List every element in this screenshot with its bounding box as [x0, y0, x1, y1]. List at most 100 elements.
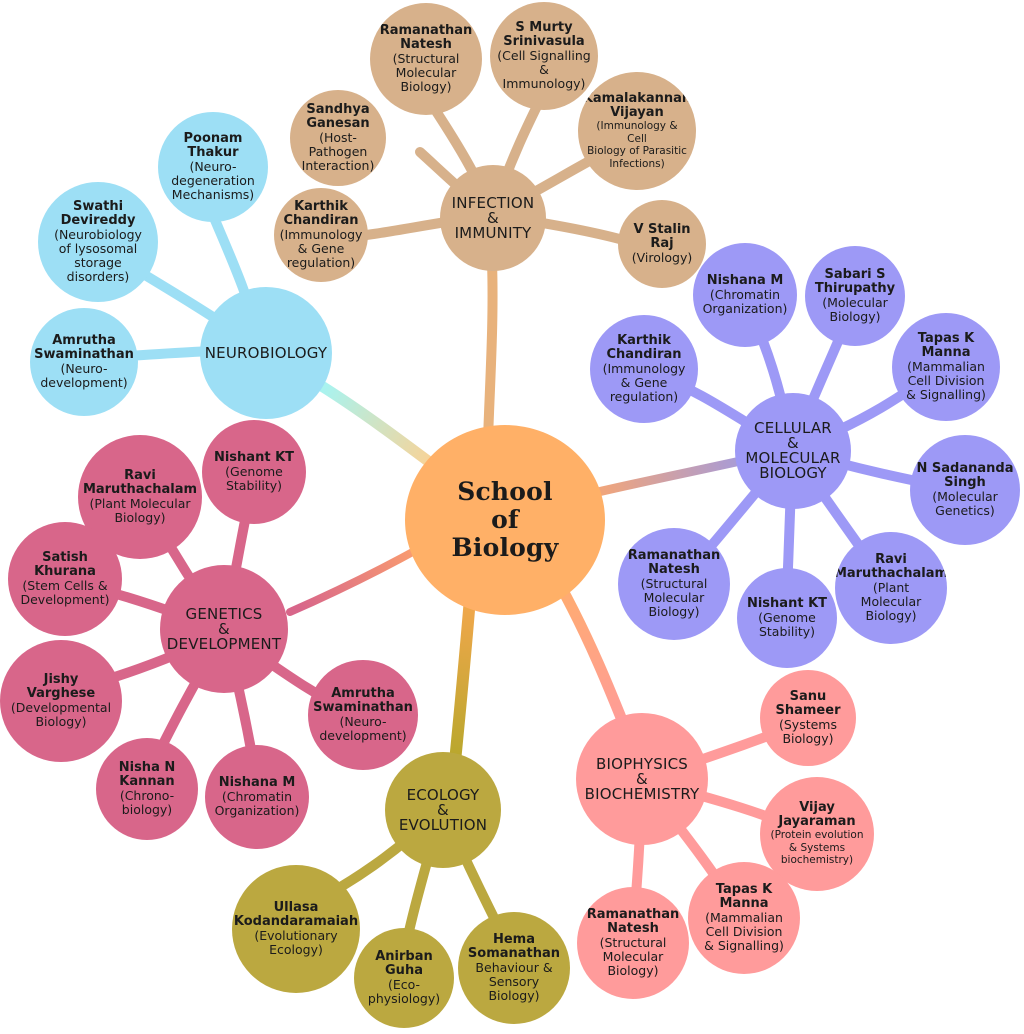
leaf-area: (Neuro- development): [319, 714, 407, 743]
leaf-name: Ullasa Kodandaramaiah: [233, 900, 359, 929]
leaf-area: (Molecular Genetics): [932, 489, 998, 518]
leaf-area: (Mammalian Cell Division & Signalling): [704, 910, 784, 953]
leaf-area: (Molecular Biology): [822, 295, 888, 324]
leaf-genetics-satish-khurana: Satish Khurana (Stem Cells & Development…: [8, 522, 122, 636]
leaf-area: (Immunology & Gene regulation): [279, 227, 363, 270]
leaf-name: Ravi Maruthachalam: [835, 552, 947, 581]
leaf-area: (Immunology & Gene regulation): [602, 361, 686, 404]
leaf-area: (Eco- physiology): [367, 977, 441, 1006]
leaf-name: S Murty Srinivasula: [503, 20, 585, 49]
hub-title: ECOLOGY & EVOLUTION: [398, 785, 488, 834]
leaf-area: (Cell Signalling & Immunology): [497, 48, 591, 91]
leaf-name: Amrutha Swaminathan: [313, 686, 413, 715]
leaf-infection-murty-srinivasula: S Murty Srinivasula (Cell Signalling & I…: [490, 2, 598, 110]
leaf-name: Tapas K Manna: [715, 882, 773, 911]
leaf-cellular-ramanathan-natesh: Ramanathan Natesh (Structural Molecular …: [618, 528, 730, 640]
hub-neurobiology: NEUROBIOLOGY: [200, 287, 332, 419]
leaf-area: (Neurobiology of lysosomal storage disor…: [54, 227, 142, 284]
leaf-name: Karthik Chandiran: [283, 199, 359, 228]
leaf-name: Nishant KT: [746, 596, 828, 611]
leaf-name: Amrutha Swaminathan: [34, 333, 134, 362]
leaf-area: (Neuro- development): [40, 361, 128, 390]
leaf-name: Karthik Chandiran: [606, 333, 682, 362]
leaf-infection-sandhya-ganesan: Sandhya Ganesan (Host- Pathogen Interact…: [290, 90, 386, 186]
leaf-name: Ravi Maruthachalam: [82, 468, 198, 497]
leaf-cellular-sadananda-singh: N Sadananda Singh (Molecular Genetics): [910, 435, 1020, 545]
edge-center-neuro: [314, 379, 446, 476]
leaf-ecology-hema-somanathan: Hema Somanathan Behaviour & Sensory Biol…: [458, 912, 570, 1024]
leaf-name: Vijay Jayaraman: [778, 800, 856, 830]
leaf-area: (Host- Pathogen Interaction): [301, 130, 375, 173]
leaf-name: Ramanathan Natesh: [586, 907, 680, 936]
leaf-name: Nishana M: [218, 775, 296, 790]
hub-title: CELLULAR & MOLECULAR BIOLOGY: [745, 419, 841, 482]
leaf-name: Swathi Devireddy: [60, 199, 136, 228]
leaf-name: Sanu Shameer: [775, 689, 841, 718]
hub-infection-immunity: INFECTION & IMMUNITY: [440, 165, 546, 271]
leaf-infection-stalin-raj: V Stalin Raj (Virology): [618, 200, 706, 288]
leaf-area: (Virology): [631, 250, 693, 265]
leaf-name: Satish Khurana: [34, 550, 96, 579]
leaf-genetics-nishant-kt: Nishant KT (Genome Stability): [202, 420, 306, 524]
leaf-infection-ramanathan-natesh: Ramanathan Natesh (Structural Molecular …: [370, 3, 482, 115]
leaf-area: (Chromatin Organization): [702, 287, 788, 316]
leaf-name: Sabari S Thirupathy: [814, 267, 896, 296]
leaf-cellular-sabari-thirupathy: Sabari S Thirupathy (Molecular Biology): [805, 246, 905, 346]
hub-title: BIOPHYSICS & BIOCHEMISTRY: [584, 754, 700, 803]
leaf-name: Sandhya Ganesan: [306, 102, 370, 131]
leaf-area: (Structural Molecular Biology): [599, 935, 667, 978]
hub-biophysics-biochemistry: BIOPHYSICS & BIOCHEMISTRY: [576, 713, 708, 845]
leaf-infection-kamalakannan-vijayan: Kamalakannan Vijayan (Immunology & Cell …: [578, 72, 696, 190]
edge-center-genetics: [286, 544, 424, 616]
leaf-area: (Chromatin Organization): [214, 789, 300, 818]
leaf-genetics-nishana-m: Nishana M (Chromatin Organization): [205, 745, 309, 849]
leaf-infection-karthik-chandiran: Karthik Chandiran (Immunology & Gene reg…: [274, 188, 368, 282]
edge-center-ecology: [449, 592, 476, 768]
leaf-name: Jishy Varghese: [26, 672, 96, 701]
hub-title: INFECTION & IMMUNITY: [451, 193, 535, 242]
leaf-genetics-nisha-kannan: Nisha N Kannan (Chrono- biology): [96, 738, 198, 840]
leaf-area: (Evolutionary Ecology): [254, 928, 338, 957]
leaf-ecology-ullasa-kodandaramaiah: Ullasa Kodandaramaiah (Evolutionary Ecol…: [232, 865, 360, 993]
leaf-name: Anirban Guha: [375, 949, 433, 978]
leaf-area: (Genome Stability): [225, 464, 283, 493]
leaf-neuro-amrutha-swaminathan: Amrutha Swaminathan (Neuro- development): [30, 308, 138, 416]
leaf-name: V Stalin Raj: [633, 222, 691, 251]
leaf-name: Ramanathan Natesh: [627, 548, 721, 577]
leaf-biophysics-vijay-jayaraman: Vijay Jayaraman (Protein evolution & Sys…: [760, 777, 874, 891]
leaf-neuro-poonam-thakur: Poonam Thakur (Neuro- degeneration Mecha…: [158, 112, 268, 222]
leaf-name: Hema Somanathan: [467, 932, 561, 961]
edge-center-cellular: [593, 455, 750, 497]
leaf-biophysics-ramanathan-natesh: Ramanathan Natesh (Structural Molecular …: [577, 887, 689, 999]
leaf-area: Behaviour & Sensory Biology): [475, 960, 553, 1003]
leaf-area: (Protein evolution & Systems biochemistr…: [770, 829, 864, 867]
leaf-genetics-amrutha-swaminathan: Amrutha Swaminathan (Neuro- development): [308, 660, 418, 770]
leaf-area: (Plant Molecular Biology): [89, 496, 191, 525]
leaf-area: (Mammalian Cell Division & Signalling): [906, 359, 986, 402]
leaf-cellular-karthik-chandiran: Karthik Chandiran (Immunology & Gene reg…: [590, 315, 698, 423]
leaf-area: (Plant Molecular Biology): [860, 580, 922, 623]
leaf-cellular-nishant-kt: Nishant KT (Genome Stability): [737, 568, 837, 668]
leaf-area: (Neuro- degeneration Mechanisms): [171, 159, 255, 202]
edge-center-infection: [483, 257, 498, 445]
leaf-area: (Structural Molecular Biology): [392, 51, 460, 94]
leaf-area: (Chrono- biology): [119, 788, 175, 817]
hub-genetics-development: GENETICS & DEVELOPMENT: [160, 565, 288, 693]
leaf-area: (Systems Biology): [778, 717, 837, 746]
leaf-name: Nisha N Kannan: [118, 760, 176, 789]
leaf-name: Poonam Thakur: [183, 131, 243, 160]
leaf-genetics-jishy-varghese: Jishy Varghese (Developmental Biology): [0, 640, 122, 762]
leaf-cellular-ravi-maruthachalam: Ravi Maruthachalam (Plant Molecular Biol…: [835, 532, 947, 644]
leaf-biophysics-sanu-shameer: Sanu Shameer (Systems Biology): [760, 670, 856, 766]
leaf-area: (Immunology & Cell Biology of Parasitic …: [587, 120, 687, 170]
hub-cellular-molecular-biology: CELLULAR & MOLECULAR BIOLOGY: [735, 393, 851, 509]
hub-title: GENETICS & DEVELOPMENT: [166, 604, 282, 653]
hub-ecology-evolution: ECOLOGY & EVOLUTION: [385, 752, 501, 868]
leaf-name: Kamalakannan Vijayan: [582, 91, 692, 120]
leaf-name: N Sadananda Singh: [916, 461, 1014, 490]
leaf-biophysics-tapas-manna: Tapas K Manna (Mammalian Cell Division &…: [688, 862, 800, 974]
leaf-area: (Genome Stability): [758, 610, 816, 639]
center-title: School of Biology: [451, 477, 559, 562]
leaf-cellular-tapas-manna: Tapas K Manna (Mammalian Cell Division &…: [892, 313, 1000, 421]
